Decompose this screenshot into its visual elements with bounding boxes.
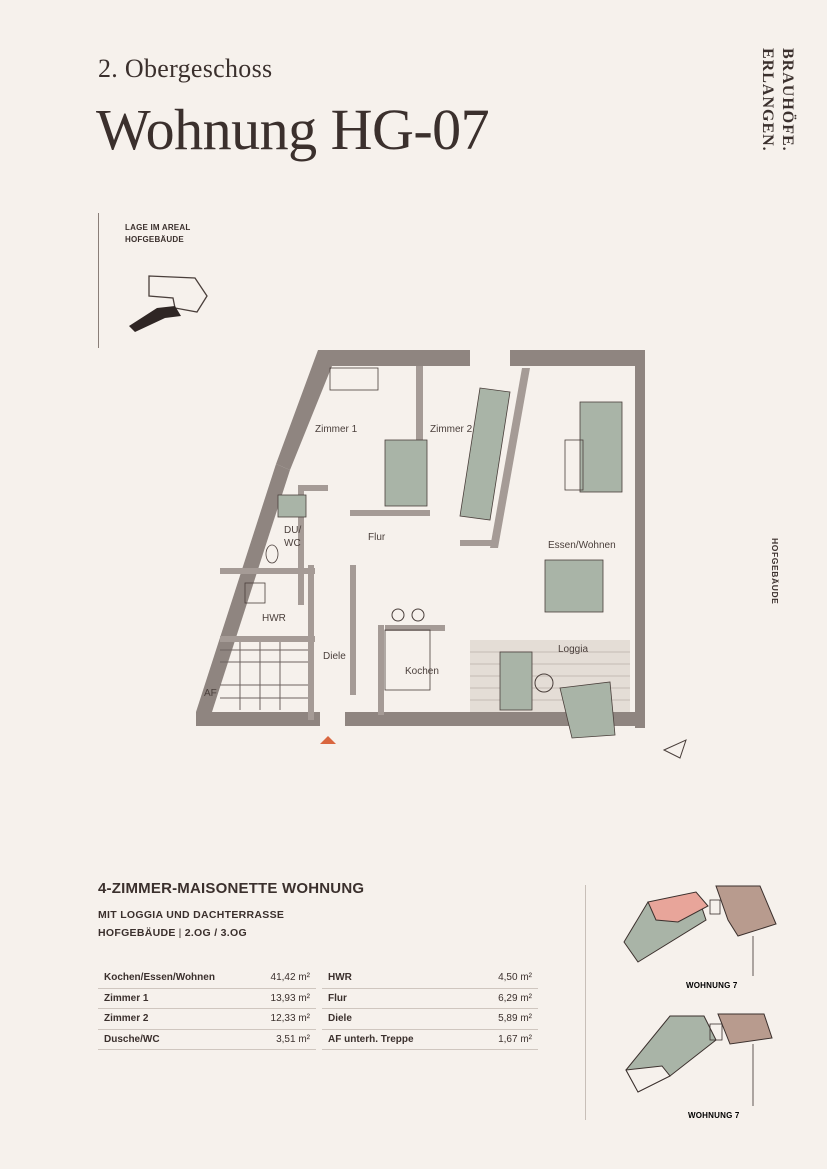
thumbnail-label-bottom: WOHNUNG 7 bbox=[688, 1111, 740, 1120]
room-loggia: Loggia bbox=[558, 644, 588, 655]
floor-plan: Zimmer 1 Zimmer 2 DU/ WC Flur Essen/Wohn… bbox=[196, 350, 687, 759]
brand-logo: BRAUHÖFE. ERLANGEN. bbox=[756, 48, 800, 158]
area-name: Zimmer 1 bbox=[98, 988, 252, 1009]
logo-line-1: BRAUHÖFE. bbox=[779, 48, 796, 152]
area-name: AF unterh. Treppe bbox=[322, 1029, 469, 1050]
page-title: Wohnung HG-07 bbox=[96, 97, 490, 162]
floors: 2.OG / 3.OG bbox=[184, 927, 247, 939]
outer-walls bbox=[196, 350, 645, 728]
room-essen-wohnen: Essen/Wohnen bbox=[548, 540, 616, 551]
area-value: 3,51 m² bbox=[251, 1029, 316, 1050]
north-arrow-icon bbox=[662, 739, 687, 759]
room-zimmer-2: Zimmer 2 bbox=[430, 424, 473, 435]
area-value: 6,29 m² bbox=[468, 988, 538, 1009]
room-zimmer-1: Zimmer 1 bbox=[315, 424, 358, 435]
location-marker bbox=[129, 306, 181, 332]
section-divider bbox=[585, 885, 586, 1120]
area-value: 1,67 m² bbox=[468, 1029, 538, 1050]
location-label: LAGE IM AREAL HOFGEBÄUDE bbox=[125, 222, 190, 246]
area-name: Flur bbox=[322, 988, 469, 1009]
area-name: Zimmer 2 bbox=[98, 1008, 252, 1030]
apartment-type-heading: 4-ZIMMER-MAISONETTE WOHNUNG bbox=[98, 880, 365, 897]
floor-label: 2. Obergeschoss bbox=[98, 54, 273, 83]
room-du-wc-line-2: WC bbox=[284, 538, 301, 549]
building-floors-line: HOFGEBÄUDE|2.OG / 3.OG bbox=[98, 927, 247, 939]
area-name: Diele bbox=[322, 1008, 469, 1030]
feature-line: MIT LOGGIA UND DACHTERRASSE bbox=[98, 909, 285, 921]
room-flur: Flur bbox=[368, 532, 386, 543]
area-name: Dusche/WC bbox=[98, 1029, 252, 1050]
thumbnail-upper-floor bbox=[623, 885, 777, 976]
room-kochen: Kochen bbox=[405, 666, 439, 677]
logo-line-2: ERLANGEN. bbox=[759, 48, 776, 152]
apartment-features: MIT LOGGIA UND DACHTERRASSE HOFGEBÄUDE|2… bbox=[98, 906, 284, 942]
building-thumbnails: WOHNUNG 7 WOHNUNG 7 bbox=[623, 885, 777, 1120]
furniture bbox=[244, 367, 623, 739]
location-line-1: LAGE IM AREAL bbox=[125, 223, 191, 232]
room-diele: Diele bbox=[323, 651, 346, 662]
interior-walls bbox=[220, 366, 530, 720]
entrance-arrow-icon bbox=[320, 736, 336, 744]
thumbnail-label-top: WOHNUNG 7 bbox=[686, 981, 738, 990]
area-value: 13,93 m² bbox=[251, 988, 316, 1009]
room-du-wc-line-1: DU/ bbox=[284, 525, 301, 536]
area-value: 12,33 m² bbox=[251, 1008, 316, 1030]
location-line-2: HOFGEBÄUDE bbox=[125, 235, 184, 244]
site-location-map bbox=[129, 275, 208, 332]
area-name: Kochen/Essen/Wohnen bbox=[98, 968, 252, 989]
room-hwr: HWR bbox=[262, 613, 286, 624]
side-label-hofgebaeude: HOFGEBÄUDE bbox=[770, 538, 780, 605]
room-af: AF bbox=[204, 688, 217, 699]
building-outline bbox=[148, 275, 208, 313]
staircase bbox=[220, 642, 308, 710]
building-name: HOFGEBÄUDE bbox=[98, 927, 176, 939]
area-name: HWR bbox=[322, 968, 469, 989]
area-value: 5,89 m² bbox=[468, 1008, 538, 1030]
thumbnail-lower-floor bbox=[625, 1013, 773, 1106]
area-value: 41,42 m² bbox=[251, 968, 316, 989]
area-value: 4,50 m² bbox=[468, 968, 538, 989]
location-divider bbox=[98, 213, 99, 348]
